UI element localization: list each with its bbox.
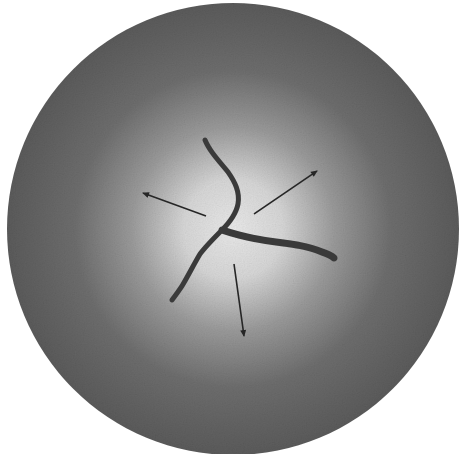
specimen-disc <box>7 3 459 454</box>
